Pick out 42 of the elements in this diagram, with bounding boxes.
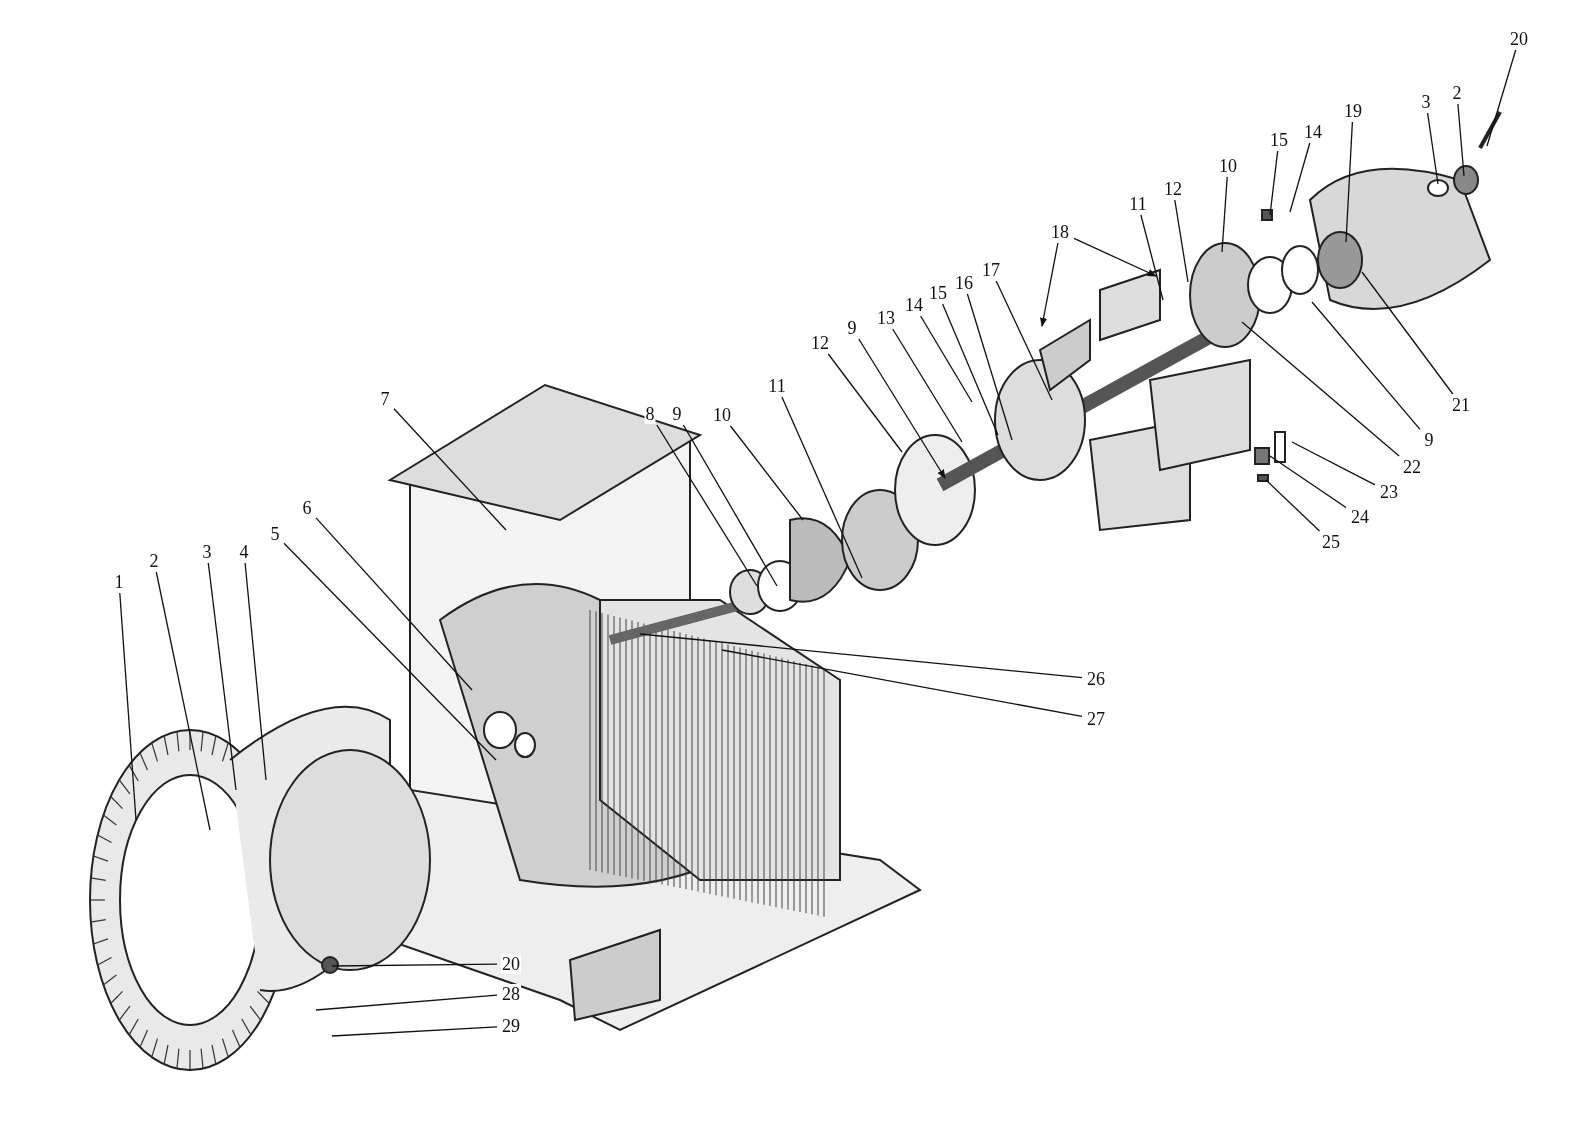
- leader-line: [283, 542, 497, 761]
- leader-line: [1140, 214, 1164, 301]
- leader-line: [1265, 479, 1321, 532]
- leader-line: [1241, 321, 1400, 457]
- leader-line: [682, 424, 778, 587]
- leader-line: [155, 571, 211, 831]
- leader-line: [1174, 199, 1189, 283]
- leader-line: [781, 396, 863, 579]
- leader-line: [393, 408, 507, 531]
- leader-line: [331, 1026, 498, 1037]
- leader-line: [1039, 242, 1059, 327]
- callout-number: 20: [501, 954, 521, 974]
- leader-line: [827, 353, 903, 453]
- leader-line: [1269, 150, 1279, 216]
- leader-line: [966, 293, 1013, 441]
- leader-line: [315, 517, 473, 691]
- leader-line: [639, 633, 1083, 679]
- leader-line: [1486, 49, 1517, 147]
- leader-line: [656, 424, 758, 587]
- leader-line: [1361, 271, 1454, 395]
- leader-line: [1221, 176, 1228, 253]
- leader-line: [315, 994, 498, 1011]
- leader-line: [721, 649, 1083, 718]
- callout-number: 8: [644, 404, 656, 424]
- leader-line: [1073, 237, 1157, 277]
- leader-line: [244, 562, 267, 781]
- leader-line: [1291, 441, 1376, 486]
- leader-line: [331, 963, 498, 967]
- leader-line: [1269, 455, 1347, 509]
- leader-line: [1289, 142, 1311, 213]
- leader-line: [207, 562, 237, 791]
- leader-line: [1457, 103, 1465, 177]
- leader-line: [1311, 301, 1421, 431]
- leader-line: [119, 592, 137, 821]
- leader-line: [1345, 121, 1354, 243]
- leader-line: [729, 425, 804, 521]
- leader-line: [941, 303, 999, 436]
- leader-line: [995, 280, 1053, 401]
- leader-line: [892, 328, 963, 443]
- leader-line: [919, 315, 973, 403]
- leader-line: [1426, 112, 1439, 185]
- leader-line: [858, 338, 946, 479]
